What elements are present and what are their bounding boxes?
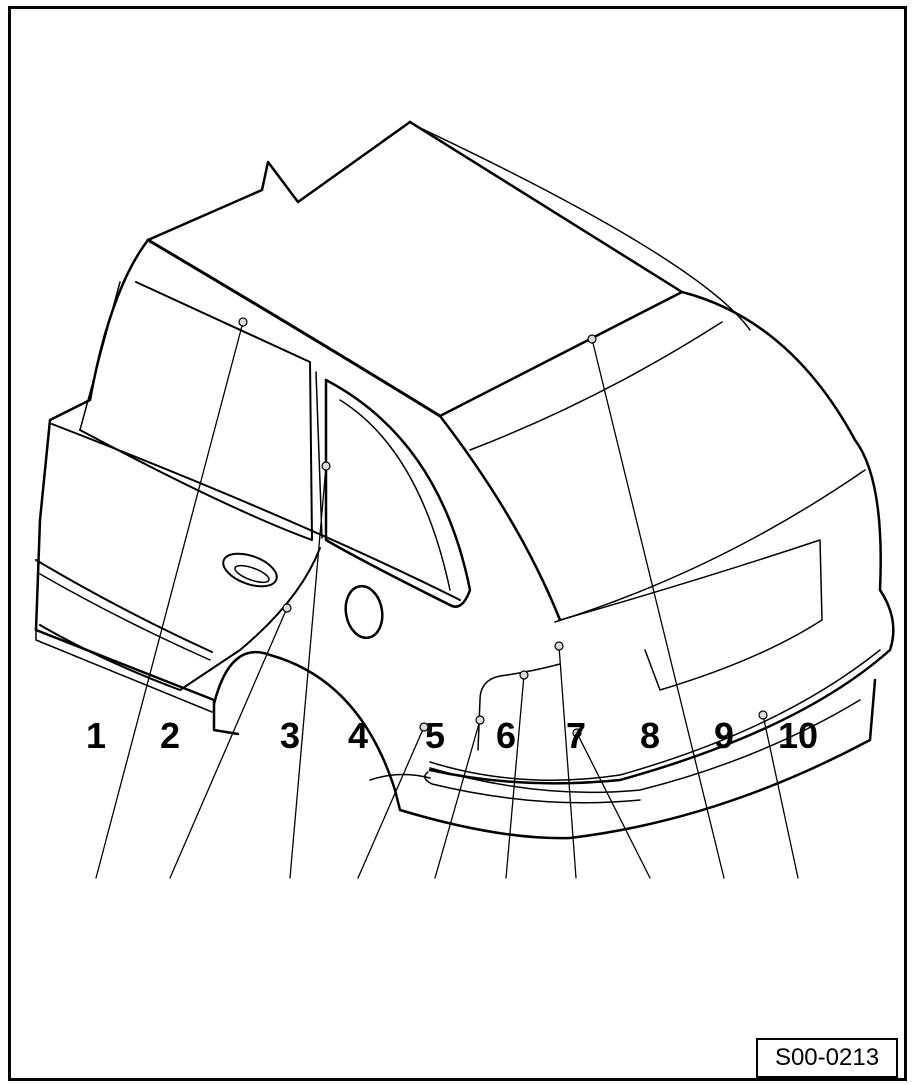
callout-8: 8 bbox=[639, 715, 661, 756]
roof-panel bbox=[146, 120, 751, 418]
figure-id-label: S00-0213 bbox=[756, 1038, 898, 1078]
callout-4: 4 bbox=[347, 715, 369, 756]
rear-door bbox=[34, 238, 461, 691]
callout-9: 9 bbox=[713, 715, 735, 756]
wheel-arch bbox=[34, 628, 431, 792]
callout-3: 3 bbox=[279, 715, 301, 756]
callout-7: 7 bbox=[565, 715, 587, 756]
callout-10: 10 bbox=[777, 715, 819, 756]
callout-points bbox=[238, 317, 768, 738]
callout-6: 6 bbox=[495, 715, 517, 756]
quarter-panel bbox=[324, 378, 472, 640]
callout-2: 2 bbox=[159, 715, 181, 756]
callout-5: 5 bbox=[424, 715, 446, 756]
callout-leaders bbox=[95, 321, 799, 879]
rear-bumper bbox=[393, 539, 895, 840]
rear-window bbox=[438, 290, 882, 623]
callout-1: 1 bbox=[85, 715, 107, 756]
